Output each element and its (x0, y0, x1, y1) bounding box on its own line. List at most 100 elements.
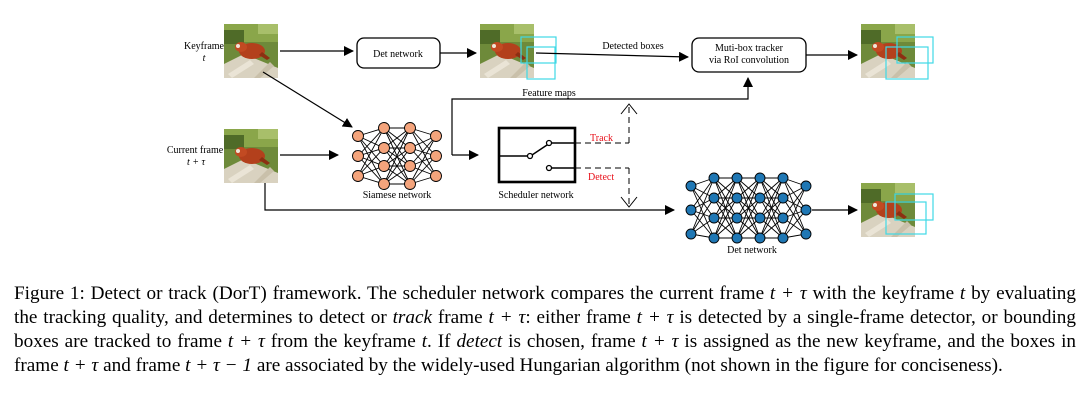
network-edge (357, 135, 385, 167)
caption-text: are associated by the widely-used Hungar… (252, 355, 1003, 376)
network-edge (759, 197, 784, 239)
network-node (685, 204, 697, 216)
network-edge (736, 177, 761, 219)
network-edge (782, 177, 807, 235)
keyframe-label: Keyframe (184, 41, 225, 52)
caption-emphasis-track: track (392, 307, 433, 328)
scheduler-network-label: Scheduler network (498, 190, 573, 201)
network-node (777, 212, 789, 224)
network-edge (759, 177, 784, 239)
network-edge (357, 147, 385, 177)
detected-frame-image (480, 24, 557, 80)
network-node (352, 150, 364, 162)
network-node (378, 178, 390, 190)
network-node (708, 212, 720, 224)
det-network-bottom (685, 172, 812, 244)
network-edge (357, 127, 385, 177)
detected-boxes-label: Detected boxes (602, 41, 663, 52)
current-frame-label: Current frame (167, 145, 224, 156)
caption-math: t + τ (227, 331, 265, 352)
network-node (731, 192, 743, 204)
detect-down-arrowhead (620, 196, 638, 208)
network-edge (713, 177, 738, 239)
arrow-detected-to-tracker (535, 51, 689, 62)
network-node (378, 142, 390, 154)
caption-math: t (959, 283, 966, 304)
caption-math: t + τ (636, 307, 674, 328)
network-node (685, 180, 697, 192)
network-node (731, 212, 743, 224)
network-node (800, 228, 812, 240)
network-node (800, 180, 812, 192)
network-node (378, 122, 390, 134)
network-node (685, 228, 697, 240)
network-edge (782, 209, 807, 239)
dort-framework-diagram: Keyframe t Current frame t + τ Det netwo… (167, 24, 934, 256)
network-node (731, 232, 743, 244)
caption-text: with the keyframe (806, 283, 960, 304)
network-edge (357, 127, 385, 157)
caption-text: . If (427, 331, 457, 352)
network-edge (409, 147, 437, 177)
det-output-image (861, 183, 934, 237)
current-frame-var: t + τ (187, 157, 206, 168)
caption-math: t + τ − 1 (185, 355, 253, 376)
network-edge (782, 185, 807, 219)
det-network-bottom-label: Det network (727, 245, 777, 256)
network-node (777, 192, 789, 204)
caption-text: : either frame (525, 307, 637, 328)
current-frame-image (224, 129, 278, 183)
network-edge (736, 197, 761, 239)
network-node (404, 160, 416, 172)
network-node (754, 172, 766, 184)
feature-maps-label: Feature maps (522, 88, 576, 99)
network-edge (409, 135, 437, 185)
network-edge (782, 177, 807, 211)
network-node (708, 172, 720, 184)
network-edge (690, 177, 715, 211)
arrow-keyframe-to-siamese (262, 71, 353, 128)
caption-math: t + τ (641, 331, 679, 352)
network-node (430, 150, 442, 162)
network-node (754, 192, 766, 204)
network-node (800, 204, 812, 216)
keyframe-image (224, 24, 278, 78)
network-node (352, 130, 364, 142)
network-node (754, 232, 766, 244)
network-edge (759, 177, 784, 219)
network-node (777, 232, 789, 244)
network-edge (690, 177, 715, 235)
network-node (777, 172, 789, 184)
network-edge (383, 127, 411, 185)
network-edge (409, 135, 437, 167)
network-node (754, 212, 766, 224)
track-up-arrowhead (620, 103, 638, 115)
tracked-frame-image (861, 24, 934, 80)
arrow-current-to-det-bottom (264, 183, 675, 215)
caption-text: is assigned as the new keyframe, and the… (14, 331, 1076, 376)
network-edge (357, 155, 385, 185)
network-node (430, 170, 442, 182)
caption-emphasis-detect: detect (456, 331, 503, 352)
network-edge (713, 197, 738, 239)
network-edge (713, 177, 738, 219)
caption-math: t + τ (769, 283, 807, 304)
caption-text: frame (432, 307, 489, 328)
network-edge (690, 185, 715, 219)
tracker-line2: via RoI convolution (709, 55, 789, 66)
network-node (352, 170, 364, 182)
arrow-feature-maps (451, 77, 753, 155)
caption-text: by evaluating the tracking quality, and … (14, 283, 1076, 328)
network-node (708, 232, 720, 244)
network-node (404, 142, 416, 154)
caption-math: t + τ (488, 307, 526, 328)
siamese-network-label: Siamese network (363, 190, 432, 201)
network-edge (383, 147, 411, 185)
scheduler-switch (497, 126, 577, 184)
network-node (404, 178, 416, 190)
network-node (708, 192, 720, 204)
network-edge (782, 185, 807, 239)
network-edge (383, 127, 411, 167)
caption-math: t (421, 331, 428, 352)
det-network-top-label: Det network (373, 49, 423, 60)
